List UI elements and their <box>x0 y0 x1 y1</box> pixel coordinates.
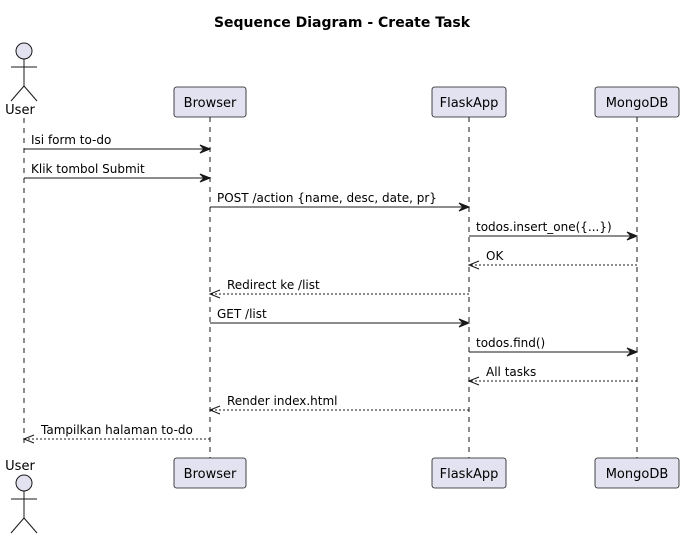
message-label: Render index.html <box>227 394 338 408</box>
participant-box <box>173 86 247 118</box>
participant-mongo-top: MongoDB <box>594 86 680 118</box>
arrow-head <box>626 231 639 241</box>
actor-head <box>15 474 33 492</box>
message-9: All tasks <box>467 365 637 386</box>
participant-label: FlaskApp <box>440 96 499 111</box>
arrow-head <box>626 347 639 357</box>
actor-left-leg <box>10 85 25 102</box>
participants: UserUserBrowserBrowserFlaskAppFlaskAppMo… <box>5 42 680 534</box>
participant-label: MongoDB <box>606 467 669 482</box>
message-8: todos.find() <box>469 336 639 357</box>
message-label: todos.find() <box>476 336 545 350</box>
actor-right-leg <box>23 517 38 534</box>
participant-box <box>594 86 680 118</box>
message-label: Tampilkan halaman to-do <box>40 423 193 437</box>
participant-browser-top: Browser <box>173 86 247 118</box>
message-3: POST /action {name, desc, date, pr} <box>210 191 471 212</box>
message-label: todos.insert_one({...}) <box>476 220 612 234</box>
participant-browser-bottom: Browser <box>173 457 247 489</box>
arrow-head-open <box>467 376 480 386</box>
actor-left-leg <box>10 517 25 534</box>
participant-label: FlaskApp <box>440 467 499 482</box>
message-4: todos.insert_one({...}) <box>469 220 639 241</box>
participant-flask-bottom: FlaskApp <box>431 457 507 489</box>
message-label: Isi form to-do <box>31 133 111 147</box>
message-label: Redirect ke /list <box>227 278 320 292</box>
arrow-head <box>199 144 212 154</box>
participant-label: MongoDB <box>606 96 669 111</box>
participant-label: Browser <box>184 96 237 111</box>
arrow-head <box>199 173 212 183</box>
message-1: Isi form to-do <box>24 133 212 154</box>
diagram-title: Sequence Diagram - Create Task <box>214 15 471 31</box>
actor-right-leg <box>23 85 38 102</box>
message-7: GET /list <box>210 307 471 328</box>
participant-label: Browser <box>184 467 237 482</box>
participant-flask-top: FlaskApp <box>431 86 507 118</box>
arrow-head <box>458 202 471 212</box>
message-2: Klik tombol Submit <box>24 162 212 183</box>
participant-box <box>594 457 680 489</box>
actor-head <box>15 42 33 60</box>
message-label: GET /list <box>217 307 267 321</box>
arrow-head-open <box>22 434 35 444</box>
participant-user-bottom: User <box>5 459 38 534</box>
arrow-head <box>458 318 471 328</box>
message-label: POST /action {name, desc, date, pr} <box>217 191 437 205</box>
participant-box <box>431 457 507 489</box>
message-label: All tasks <box>486 365 536 379</box>
message-6: Redirect ke /list <box>208 278 469 299</box>
message-11: Tampilkan halaman to-do <box>22 423 210 444</box>
lifelines <box>23 117 638 458</box>
participant-box <box>431 86 507 118</box>
message-5: OK <box>467 249 637 270</box>
actor-label: User <box>5 103 35 118</box>
actor-label: User <box>5 459 35 474</box>
participant-box <box>173 457 247 489</box>
message-label: OK <box>486 249 504 263</box>
arrow-head-open <box>208 405 221 415</box>
message-10: Render index.html <box>208 394 469 415</box>
participant-user-top: User <box>5 42 38 118</box>
arrow-head-open <box>467 260 480 270</box>
message-label: Klik tombol Submit <box>31 162 145 176</box>
participant-mongo-bottom: MongoDB <box>594 457 680 489</box>
arrow-head-open <box>208 289 221 299</box>
